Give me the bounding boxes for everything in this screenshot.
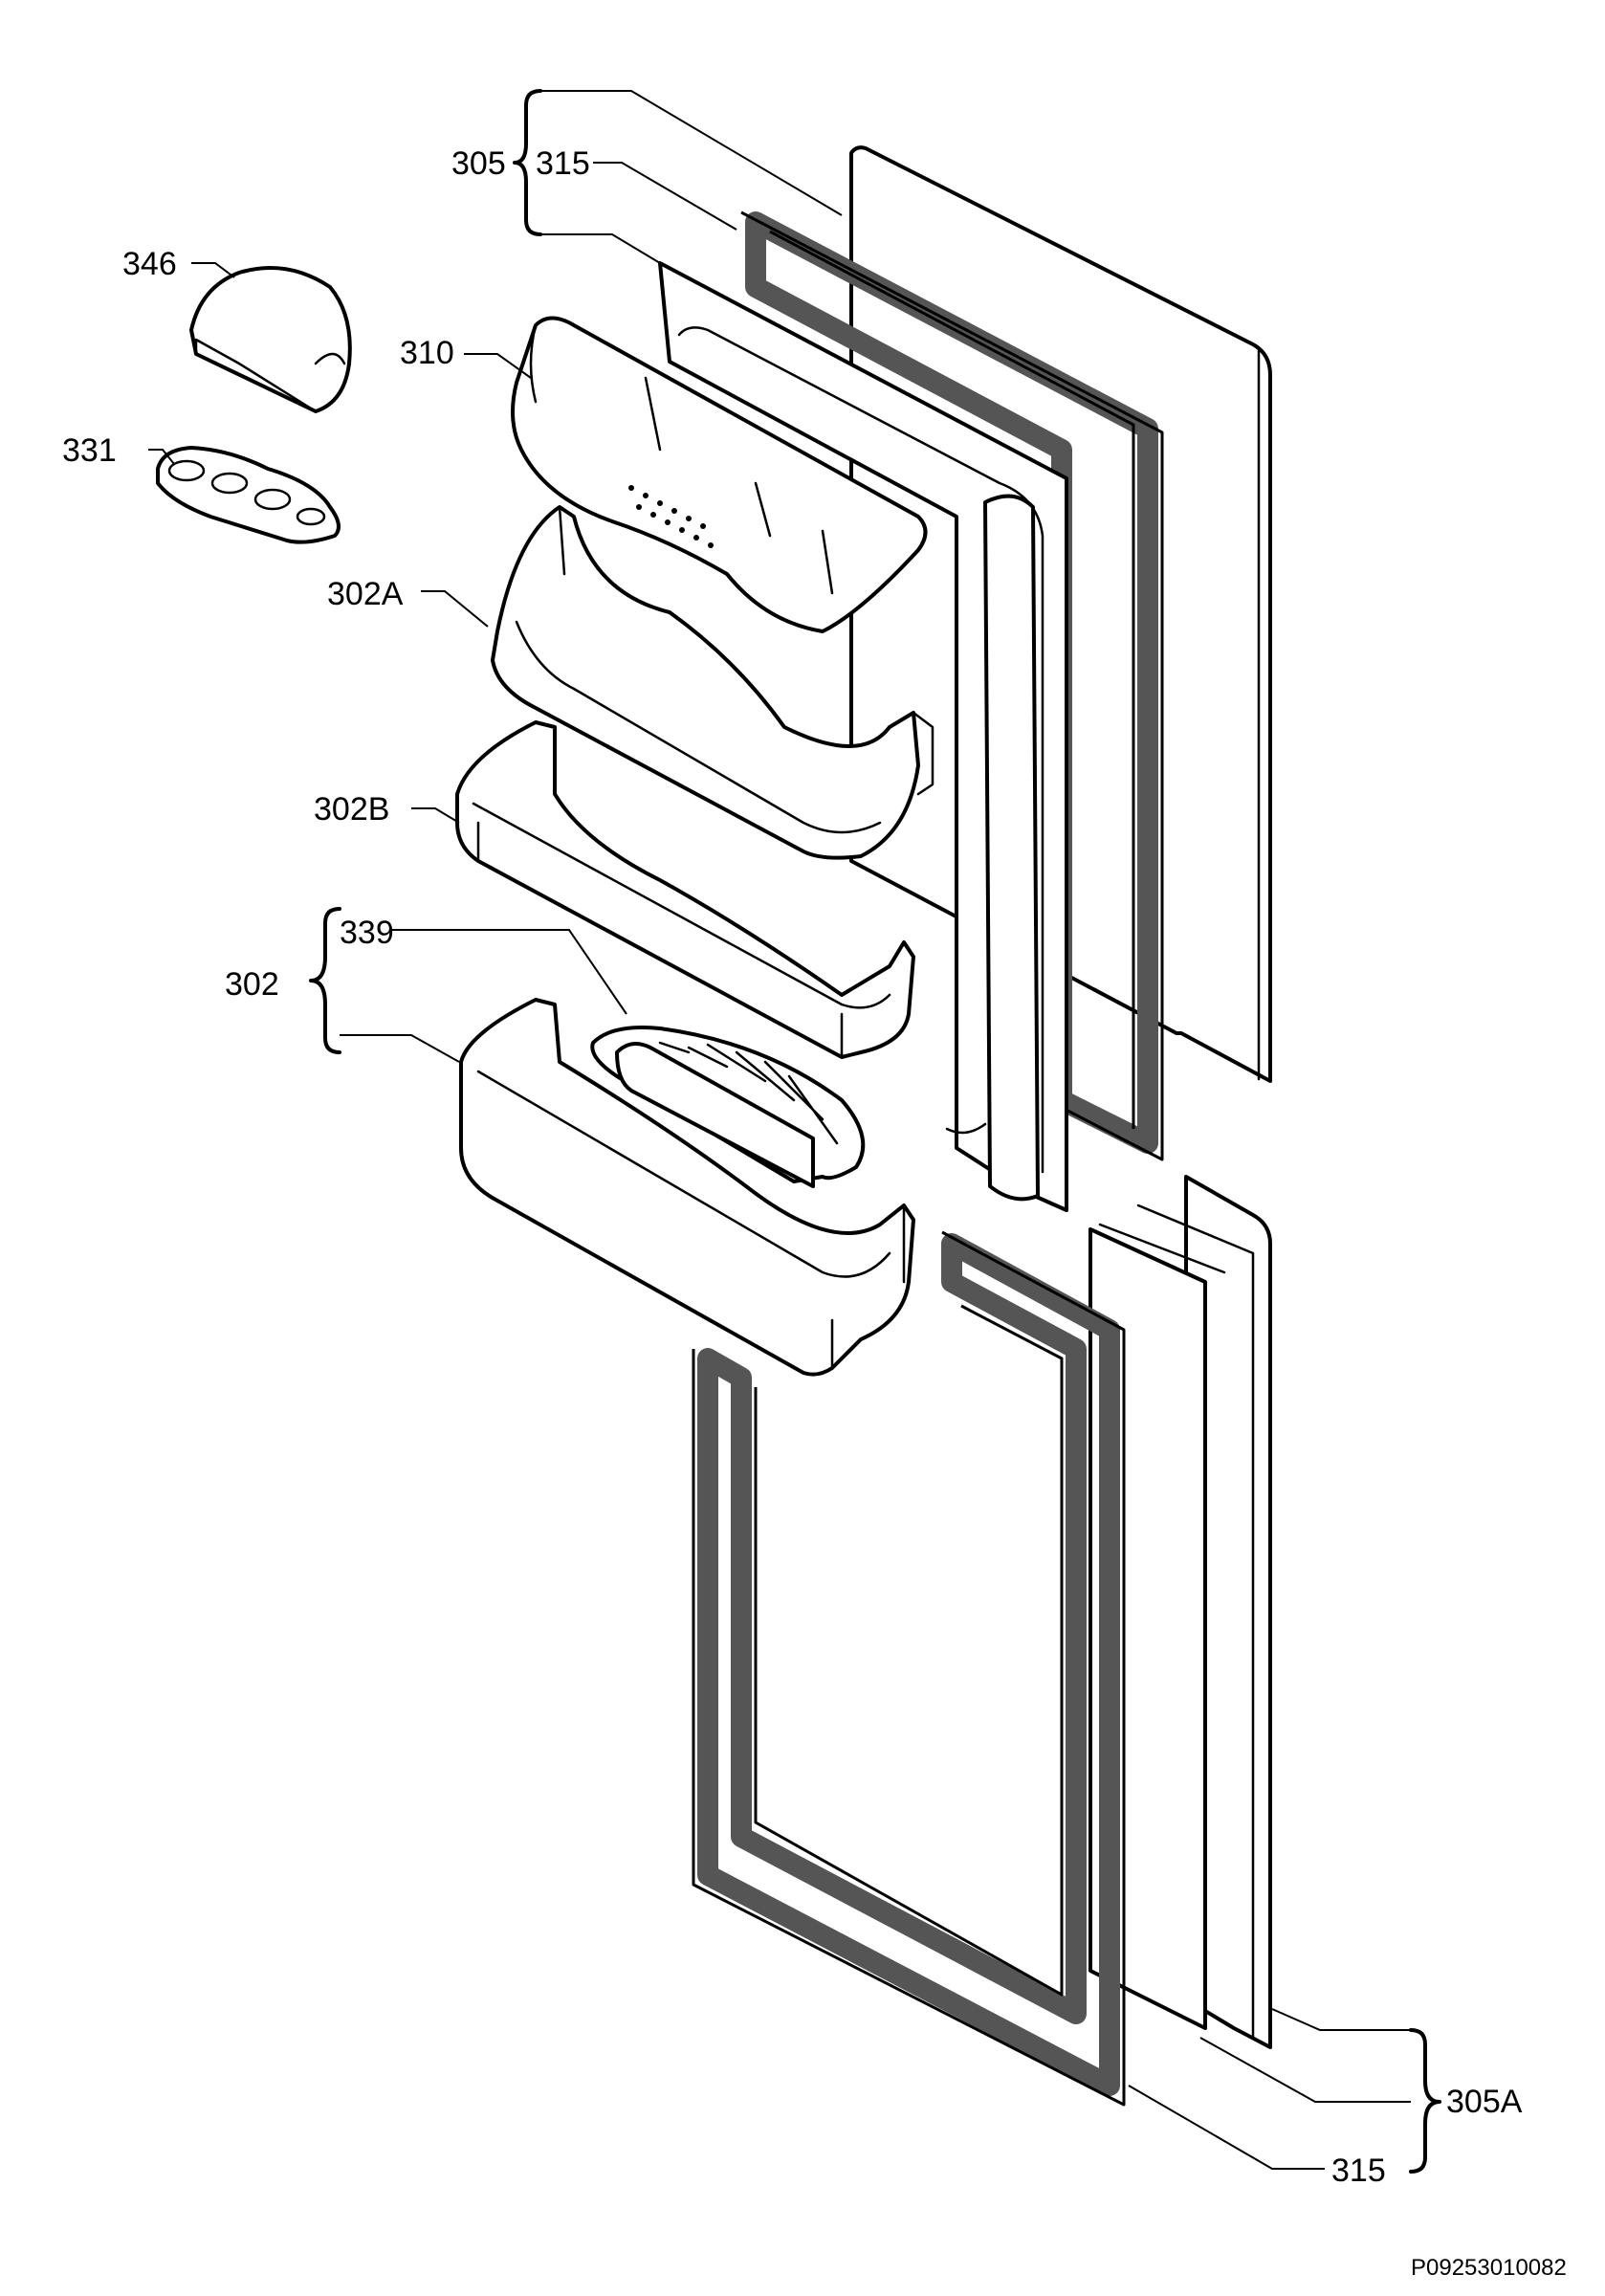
label-305A: 305A [1446,2084,1523,2120]
vent-holes [628,485,714,548]
label-315-bottom: 315 [1331,2152,1386,2189]
part-302-shelf [459,998,915,1377]
label-331: 331 [62,432,117,469]
leader-lines [148,90,1411,2170]
part-302A-shelf [491,505,934,860]
brace-305 [513,89,542,236]
label-346: 346 [122,246,177,282]
brace-305A [1409,2028,1441,2174]
drawing-code: P09253010082 [1411,2255,1567,2281]
label-302: 302 [225,966,279,1003]
part-346-box [189,266,352,413]
part-302B-shelf [455,720,915,1059]
label-339: 339 [340,915,394,951]
label-310: 310 [400,335,454,371]
label-315-top: 315 [536,145,590,182]
upper-door-liner [658,261,1068,1212]
part-331-egg-tray [156,446,341,544]
lower-door-gasket [692,1230,1126,2107]
part-339-tray [590,1026,866,1188]
part-310-lid [511,316,928,633]
label-305: 305 [451,145,506,182]
label-302A: 302A [327,576,404,612]
label-302B: 302B [314,791,389,828]
brace-302 [309,907,341,1054]
